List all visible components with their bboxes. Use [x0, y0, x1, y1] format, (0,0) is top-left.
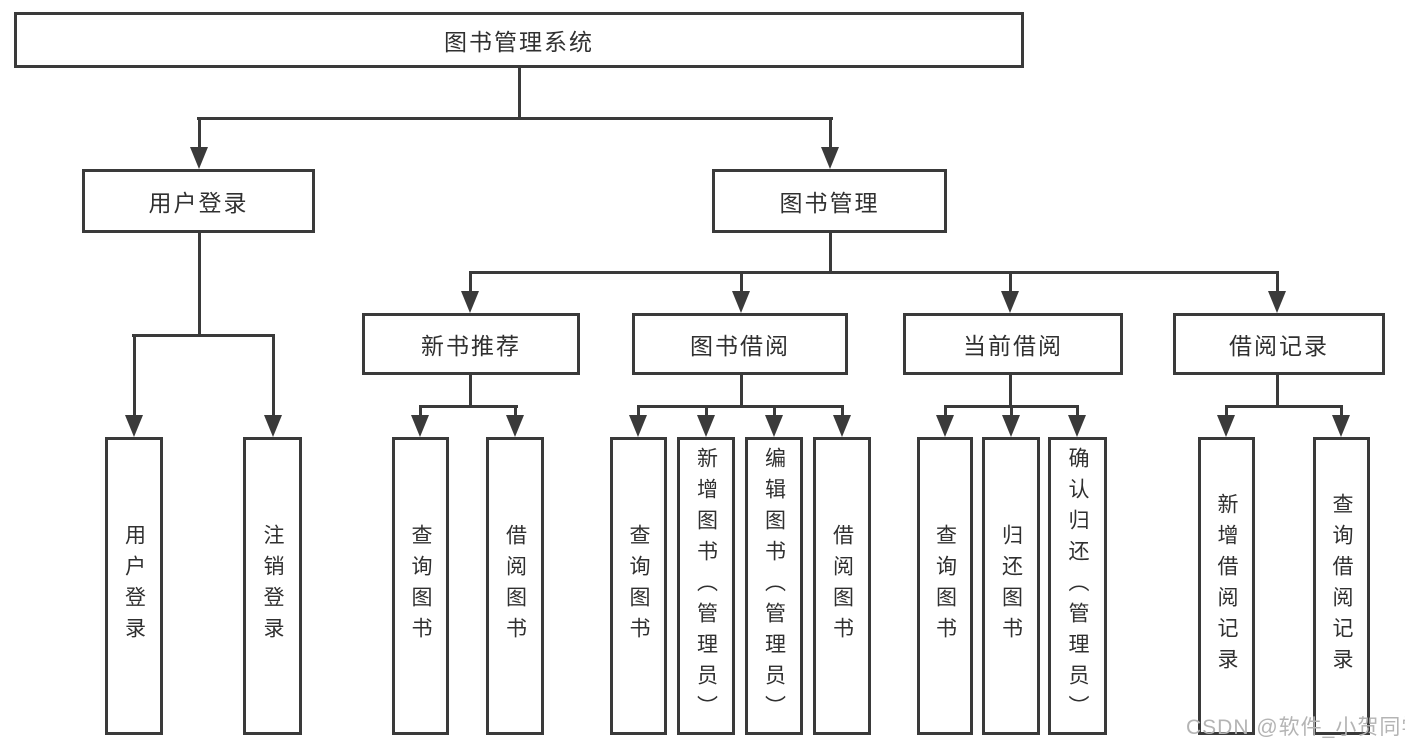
leaf-add-borrow-record-label: 新增借阅记录	[1215, 493, 1238, 679]
leaf-query-book-1-label: 查询图书	[409, 524, 432, 648]
connector-arrowhead	[1217, 415, 1235, 437]
connector-arrowhead	[1268, 291, 1286, 313]
leaf-borrow-book-2-label: 借阅图书	[830, 524, 854, 648]
node-new-book-rec-label: 新书推荐	[421, 333, 521, 359]
connector-line	[469, 271, 1279, 274]
node-new-book-rec: 新书推荐	[362, 313, 580, 375]
leaf-user-login: 用户登录	[105, 437, 163, 735]
node-current-borrow: 当前借阅	[903, 313, 1123, 375]
connector-arrowhead	[190, 147, 208, 169]
leaf-edit-book-label: 编辑图书（管理员）	[762, 446, 786, 726]
connector-line	[197, 117, 833, 120]
node-book-borrow-label: 图书借阅	[690, 333, 790, 359]
connector-arrowhead	[1332, 415, 1350, 437]
leaf-add-book: 新增图书（管理员）	[677, 437, 735, 735]
connector-line	[1276, 271, 1279, 294]
connector-line	[1225, 405, 1343, 408]
node-borrow-record-label: 借阅记录	[1229, 333, 1329, 359]
connector-arrowhead	[125, 415, 143, 437]
connector-arrowhead	[411, 415, 429, 437]
connector-arrowhead	[264, 415, 282, 437]
connector-line	[740, 375, 743, 408]
connector-line	[133, 334, 136, 418]
connector-line	[1010, 405, 1013, 418]
leaf-logout: 注销登录	[243, 437, 302, 735]
connector-arrowhead	[833, 415, 851, 437]
connector-line	[469, 375, 472, 408]
connector-line	[829, 117, 832, 150]
connector-arrowhead	[629, 415, 647, 437]
connector-line	[1009, 271, 1012, 294]
leaf-logout-label: 注销登录	[261, 524, 284, 648]
node-user-login-label: 用户登录	[148, 190, 249, 216]
leaf-confirm-return-label: 确认归还（管理员）	[1066, 446, 1089, 726]
node-root-label: 图书管理系统	[444, 29, 594, 55]
leaf-confirm-return: 确认归还（管理员）	[1048, 437, 1107, 735]
connector-line	[637, 405, 640, 418]
connector-line	[198, 233, 201, 337]
leaf-add-book-label: 新增图书（管理员）	[694, 446, 718, 726]
connector-line	[705, 405, 708, 418]
watermark: CSDN @软件_小贺同学	[1186, 716, 1405, 739]
connector-line	[740, 271, 743, 294]
connector-line	[944, 405, 947, 418]
connector-arrowhead	[461, 291, 479, 313]
connector-line	[841, 405, 844, 418]
connector-line	[469, 271, 472, 294]
connector-arrowhead	[732, 291, 750, 313]
node-borrow-record: 借阅记录	[1173, 313, 1385, 375]
connector-arrowhead	[765, 415, 783, 437]
connector-line	[419, 405, 518, 408]
connector-line	[132, 334, 275, 337]
connector-arrowhead	[1002, 415, 1020, 437]
connector-line	[272, 334, 275, 418]
node-current-borrow-label: 当前借阅	[963, 333, 1063, 359]
node-book-mgmt: 图书管理	[712, 169, 947, 233]
leaf-borrow-book-2: 借阅图书	[813, 437, 871, 735]
node-root: 图书管理系统	[14, 12, 1024, 68]
node-book-mgmt-label: 图书管理	[779, 190, 880, 216]
leaf-query-book-3-label: 查询图书	[933, 524, 957, 648]
connector-line	[514, 405, 517, 418]
leaf-add-borrow-record: 新增借阅记录	[1198, 437, 1255, 735]
connector-line	[1076, 405, 1079, 418]
node-user-login: 用户登录	[82, 169, 315, 233]
connector-line	[1225, 405, 1228, 418]
node-book-borrow: 图书借阅	[632, 313, 848, 375]
leaf-query-book-2: 查询图书	[610, 437, 667, 735]
leaf-borrow-book-1: 借阅图书	[486, 437, 544, 735]
connector-line	[518, 68, 521, 120]
leaf-query-book-2-label: 查询图书	[627, 524, 650, 648]
connector-arrowhead	[697, 415, 715, 437]
leaf-edit-book: 编辑图书（管理员）	[745, 437, 803, 735]
leaf-query-book-1: 查询图书	[392, 437, 449, 735]
connector-arrowhead	[1001, 291, 1019, 313]
leaf-query-borrow-record-label: 查询借阅记录	[1330, 493, 1353, 679]
connector-arrowhead	[1068, 415, 1086, 437]
connector-line	[773, 405, 776, 418]
connector-arrowhead	[821, 147, 839, 169]
connector-line	[1276, 375, 1279, 408]
leaf-user-login-label: 用户登录	[122, 524, 146, 648]
connector-line	[1340, 405, 1343, 418]
leaf-query-book-3: 查询图书	[917, 437, 973, 735]
connector-line	[198, 117, 201, 150]
connector-line	[637, 405, 844, 408]
connector-line	[1009, 375, 1012, 408]
connector-line	[829, 233, 832, 274]
leaf-query-borrow-record: 查询借阅记录	[1313, 437, 1370, 735]
leaf-return-book-label: 归还图书	[999, 524, 1023, 648]
connector-arrowhead	[936, 415, 954, 437]
connector-line	[419, 405, 422, 418]
connector-arrowhead	[506, 415, 524, 437]
leaf-return-book: 归还图书	[982, 437, 1040, 735]
leaf-borrow-book-1-label: 借阅图书	[503, 524, 527, 648]
